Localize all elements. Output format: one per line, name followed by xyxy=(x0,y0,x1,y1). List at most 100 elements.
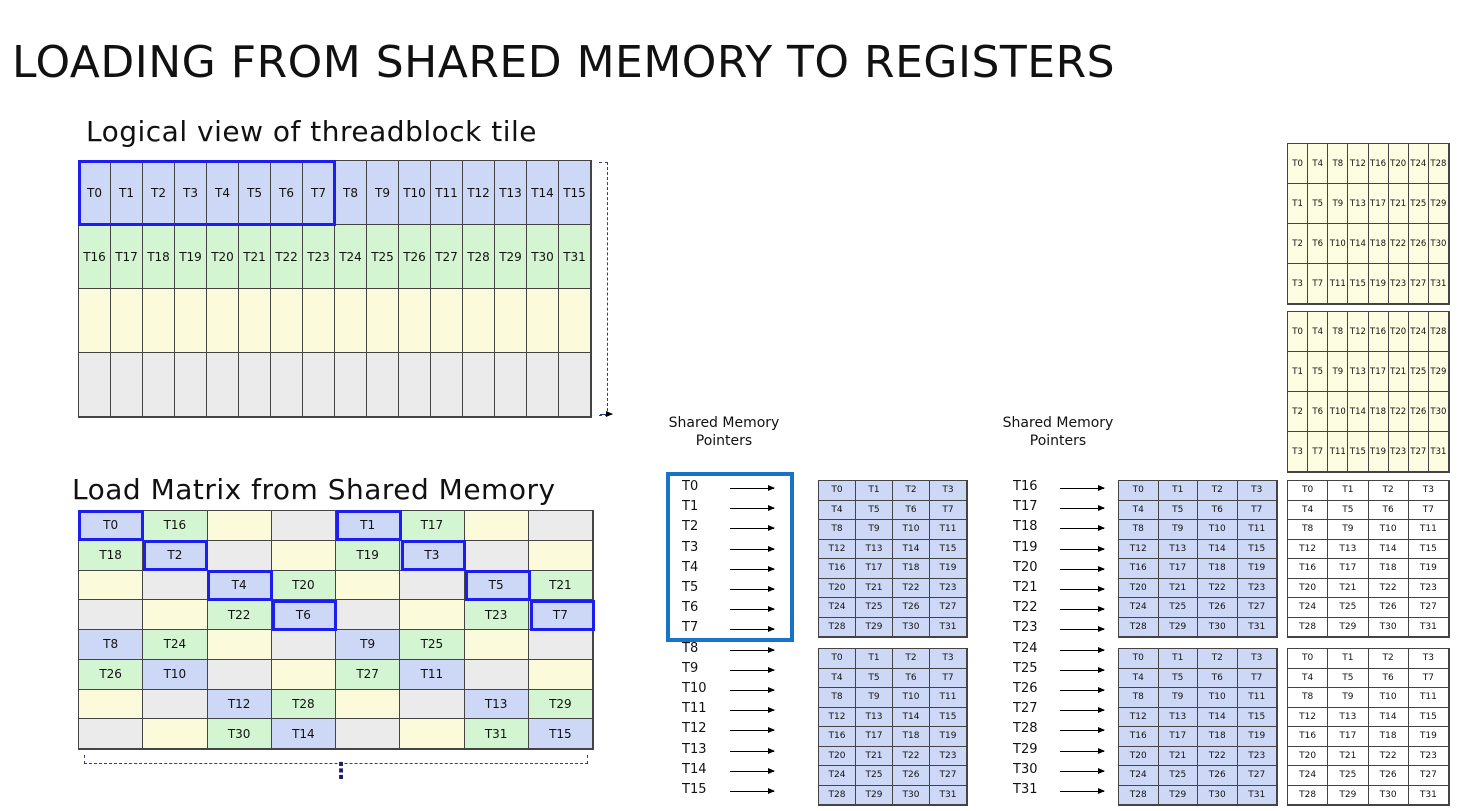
grid-cell xyxy=(335,353,367,417)
pointer-arrow xyxy=(730,767,775,774)
grid-cell xyxy=(79,719,144,749)
grid-cell: T0 xyxy=(1288,649,1329,669)
pointer-label: T4 xyxy=(682,559,699,575)
grid-cell: T15 xyxy=(930,707,967,727)
pointer-arrow xyxy=(730,747,775,754)
grid-cell xyxy=(400,600,465,630)
pointer-label: T22 xyxy=(1013,600,1038,616)
grid-cell: T26 xyxy=(1368,766,1409,786)
grid-cell: T3 xyxy=(1408,649,1449,669)
grid-cell: T5 xyxy=(856,668,893,688)
grid-cell xyxy=(239,353,271,417)
grid-cell: T6 xyxy=(1198,500,1238,520)
grid-cell xyxy=(143,353,175,417)
grid-cell: T30 xyxy=(1428,224,1449,264)
grid-cell: T24 xyxy=(1119,766,1159,786)
grid-cell: T18 xyxy=(1368,392,1389,432)
grid-cell xyxy=(336,689,401,720)
pointer-label: T5 xyxy=(682,580,699,595)
grid-cell: T29 xyxy=(856,785,893,805)
grid-cell xyxy=(79,689,144,720)
grid-cell: T13 xyxy=(1328,707,1369,727)
grid-cell: T1 xyxy=(1328,649,1369,669)
grid-cell: T13 xyxy=(495,161,527,225)
pointer-label: T9 xyxy=(682,660,699,676)
grid-cell: T15 xyxy=(1237,539,1277,559)
grid-cell xyxy=(207,630,272,660)
grid-cell: T1 xyxy=(1288,352,1309,392)
pointer-arrow xyxy=(1060,767,1105,774)
grid-cell: T2 xyxy=(143,540,208,571)
grid-cell: T25 xyxy=(367,225,399,289)
grid-cell: T23 xyxy=(930,746,967,766)
grid-cell: T3 xyxy=(930,649,967,669)
grid-cell: T7 xyxy=(1408,500,1449,520)
shared-memory-label-left: Shared Memory Pointers xyxy=(668,415,780,449)
grid-cell: T2 xyxy=(1368,481,1409,501)
grid-cell: T29 xyxy=(1428,184,1449,224)
pointer-label: T13 xyxy=(682,741,707,757)
pointer-arrow xyxy=(730,586,775,592)
grid-cell: T16 xyxy=(819,559,856,579)
grid-cell: T13 xyxy=(856,539,893,559)
grid-cell: T9 xyxy=(1328,352,1349,392)
grid-cell: T13 xyxy=(464,689,529,720)
pointer-arrow xyxy=(1060,606,1105,613)
grid-cell: T16 xyxy=(79,225,111,289)
grid-cell: T14 xyxy=(271,719,336,749)
pointer-arrow xyxy=(1060,788,1105,794)
grid-cell: T0 xyxy=(1288,481,1329,501)
grid-cell: T20 xyxy=(819,746,856,766)
grid-cell: T19 xyxy=(1368,264,1389,304)
pointer-label: T24 xyxy=(1013,640,1038,656)
grid-cell: T4 xyxy=(1119,500,1159,520)
grid-cell xyxy=(239,289,271,353)
grid-cell: T22 xyxy=(1388,392,1409,432)
grid-cell: T5 xyxy=(1308,184,1329,224)
grid-cell: T22 xyxy=(1198,578,1238,598)
grid-cell: T7 xyxy=(930,500,967,520)
grid-cell: T21 xyxy=(856,746,893,766)
grid-cell: T1 xyxy=(1158,481,1198,501)
grid-cell xyxy=(400,689,465,720)
grid-cell: T5 xyxy=(1158,668,1198,688)
grid-cell: T22 xyxy=(1388,224,1409,264)
shared-memory-label-right: Shared Memory Pointers xyxy=(1002,415,1114,449)
grid-cell: T30 xyxy=(1198,785,1238,805)
grid-cell: T27 xyxy=(431,225,463,289)
grid-cell: T12 xyxy=(207,689,272,720)
pointer-arrow xyxy=(730,525,775,532)
grid-cell xyxy=(399,353,431,417)
pointer-arrow xyxy=(1060,565,1105,572)
grid-cell xyxy=(336,570,401,601)
grid-cell xyxy=(79,570,144,601)
grid-cell xyxy=(207,511,272,541)
grid-cell: T20 xyxy=(1119,578,1159,598)
grid-cell: T7 xyxy=(930,668,967,688)
grid-cell: T18 xyxy=(79,540,144,571)
grid-cell: T5 xyxy=(464,570,529,601)
pointer-label: T16 xyxy=(1013,479,1038,494)
grid-cell: T18 xyxy=(143,225,175,289)
pointer-label: T18 xyxy=(1013,519,1038,535)
grid-cell: T28 xyxy=(819,785,856,805)
grid-cell: T8 xyxy=(1119,688,1159,708)
grid-cell: T29 xyxy=(1328,785,1369,805)
grid-cell: T12 xyxy=(1119,539,1159,559)
grid-cell: T8 xyxy=(819,520,856,540)
grid-cell: T11 xyxy=(1408,520,1449,540)
grid-cell: T10 xyxy=(893,520,930,540)
grid-cell: T2 xyxy=(893,481,930,501)
grid-cell xyxy=(464,540,529,571)
grid-cell: T19 xyxy=(1408,727,1449,747)
pointer-label: T29 xyxy=(1013,741,1038,757)
pointer-arrow xyxy=(730,788,775,794)
grid-cell xyxy=(79,353,111,417)
grid-cell xyxy=(143,689,208,720)
grid-cell: T24 xyxy=(819,598,856,618)
grid-cell: T31 xyxy=(930,617,967,637)
grid-cell: T9 xyxy=(1328,184,1349,224)
grid-cell: T23 xyxy=(930,578,967,598)
grid-cell xyxy=(207,289,239,353)
